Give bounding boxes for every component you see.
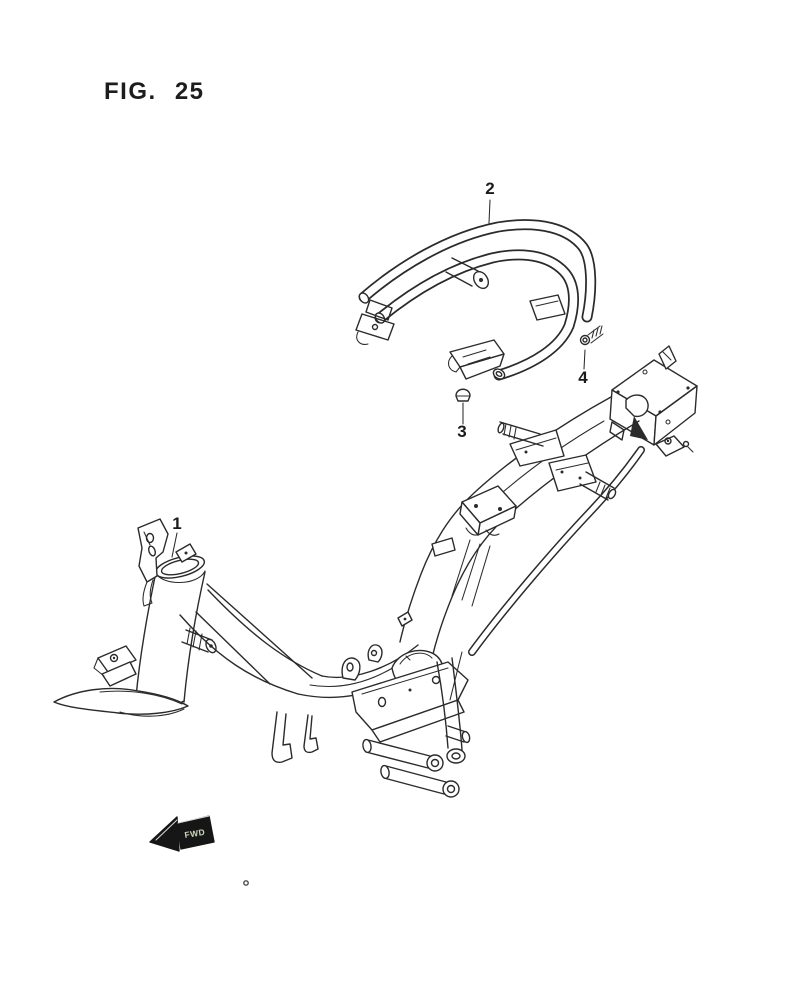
callout-2: 2 bbox=[485, 179, 495, 198]
fwd-arrow: FWD bbox=[149, 815, 215, 852]
cushion-cap bbox=[455, 388, 471, 402]
head-top-bracket bbox=[137, 518, 197, 607]
spar-saddle-bracket bbox=[431, 485, 517, 557]
carrier-center-boss bbox=[445, 257, 490, 290]
head-base-flange bbox=[53, 687, 189, 717]
engine-mount-plate bbox=[351, 661, 469, 743]
carrier-left-bracket bbox=[355, 299, 395, 345]
main-spar bbox=[399, 396, 640, 659]
frame-tabs bbox=[341, 611, 413, 681]
lower-mount-stud bbox=[548, 454, 617, 501]
rear-bracket-box bbox=[609, 345, 698, 457]
frame-body bbox=[53, 345, 698, 798]
callout-1: 1 bbox=[172, 514, 182, 533]
upper-mount-stud bbox=[497, 421, 565, 467]
figure-title: FIG. 25 bbox=[104, 78, 205, 105]
rear-carrier bbox=[355, 219, 597, 381]
callout-leader-lines bbox=[171, 199, 586, 558]
cross-tubes bbox=[362, 738, 460, 798]
carrier-lower-bracket bbox=[447, 339, 505, 380]
callout-3: 3 bbox=[457, 422, 467, 441]
bolt bbox=[579, 325, 604, 346]
head-side-clamp bbox=[93, 645, 137, 687]
callout-4: 4 bbox=[578, 368, 588, 387]
head-gusset bbox=[181, 583, 313, 685]
scan-speck bbox=[243, 880, 249, 886]
rear-vertical-member bbox=[436, 651, 471, 764]
carrier-right-stay bbox=[529, 294, 566, 321]
fwd-label: FWD bbox=[184, 827, 206, 840]
hanging-stays bbox=[271, 711, 319, 763]
